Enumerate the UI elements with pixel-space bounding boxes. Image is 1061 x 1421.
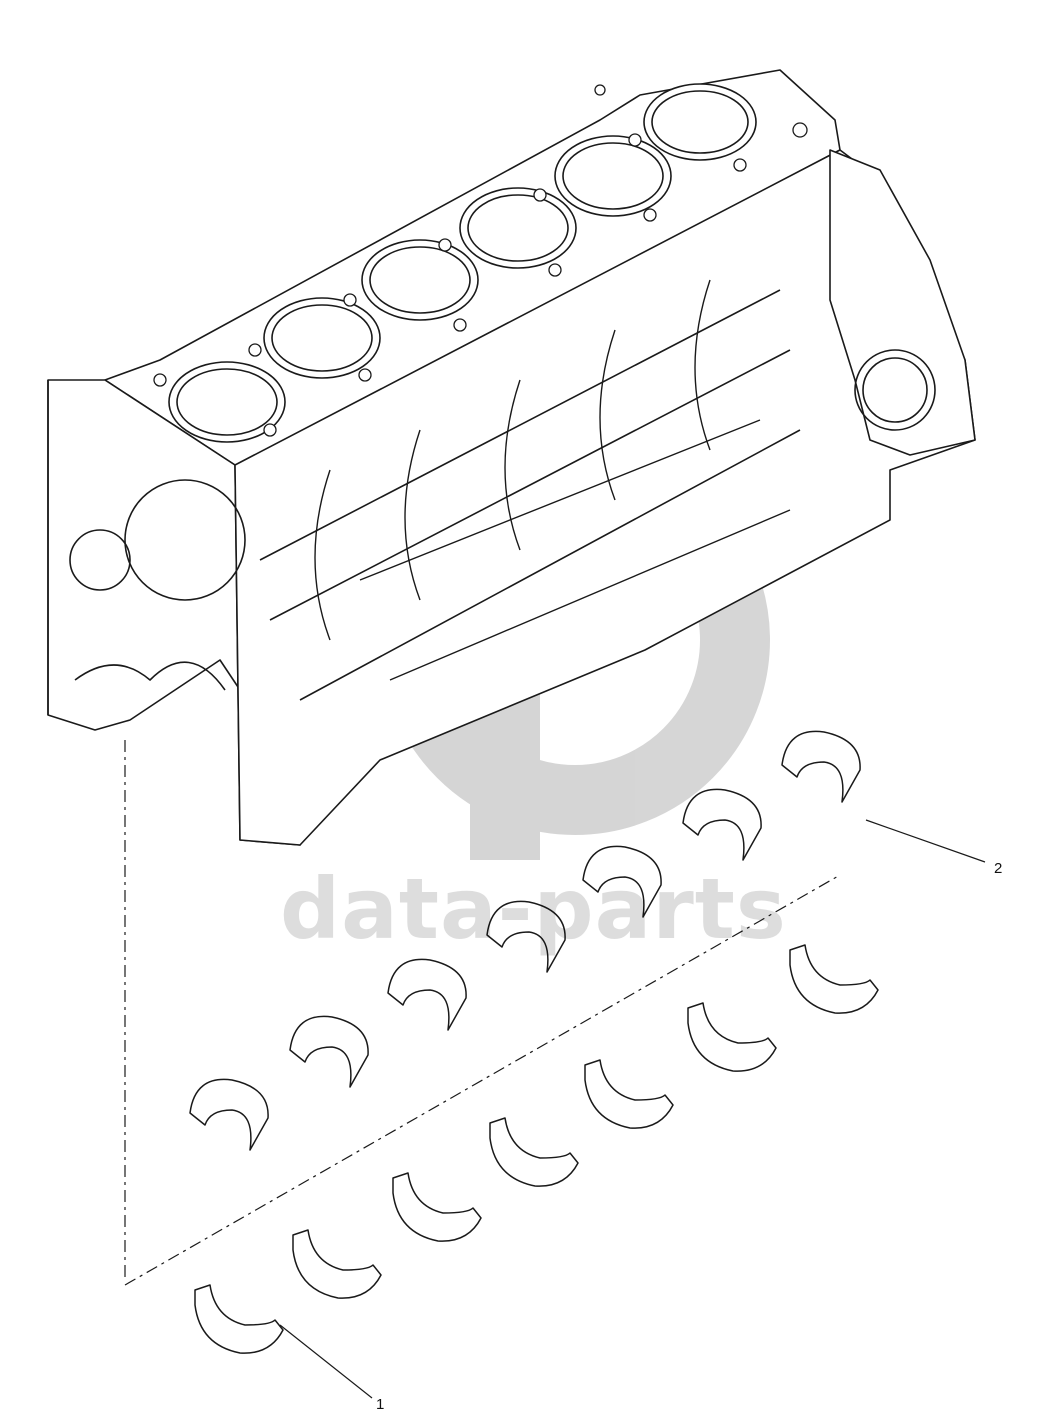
lower-bearing-shell-6 — [687, 1002, 777, 1072]
lower-bearing-shell-4 — [489, 1117, 579, 1187]
leader-line-1 — [279, 1324, 373, 1399]
callout-1: 1 — [376, 1396, 385, 1413]
callout-2: 2 — [994, 860, 1003, 877]
lower-bearing-shell-3 — [392, 1172, 482, 1242]
crankcase-webs — [314, 279, 791, 681]
leader-line-2 — [865, 819, 986, 863]
upper-bearing-shell-5 — [582, 845, 662, 918]
upper-bearing-shell-7 — [781, 730, 861, 803]
watermark-text: data-parts — [280, 860, 787, 958]
lower-bearing-shells — [194, 944, 879, 1354]
lower-bearing-shell-5 — [584, 1059, 674, 1129]
leader-lines — [279, 819, 986, 1399]
upper-bearing-shells — [189, 730, 861, 1151]
assembly-lines — [124, 740, 841, 1286]
lower-bearing-shell-7 — [789, 944, 879, 1014]
upper-bearing-shell-4 — [486, 900, 566, 973]
upper-bearing-shell-3 — [387, 958, 467, 1031]
lower-bearing-shell-2 — [292, 1229, 382, 1299]
upper-bearing-shell-2 — [289, 1015, 369, 1088]
deck-bolt-holes — [153, 84, 808, 437]
assembly-line-diagonal — [124, 874, 841, 1286]
cylinder-bores — [168, 83, 757, 443]
upper-bearing-shell-6 — [682, 788, 762, 861]
upper-bearing-shell-1 — [189, 1078, 269, 1151]
rear-flange — [829, 149, 976, 456]
lower-bearing-shell-1 — [194, 1284, 284, 1354]
